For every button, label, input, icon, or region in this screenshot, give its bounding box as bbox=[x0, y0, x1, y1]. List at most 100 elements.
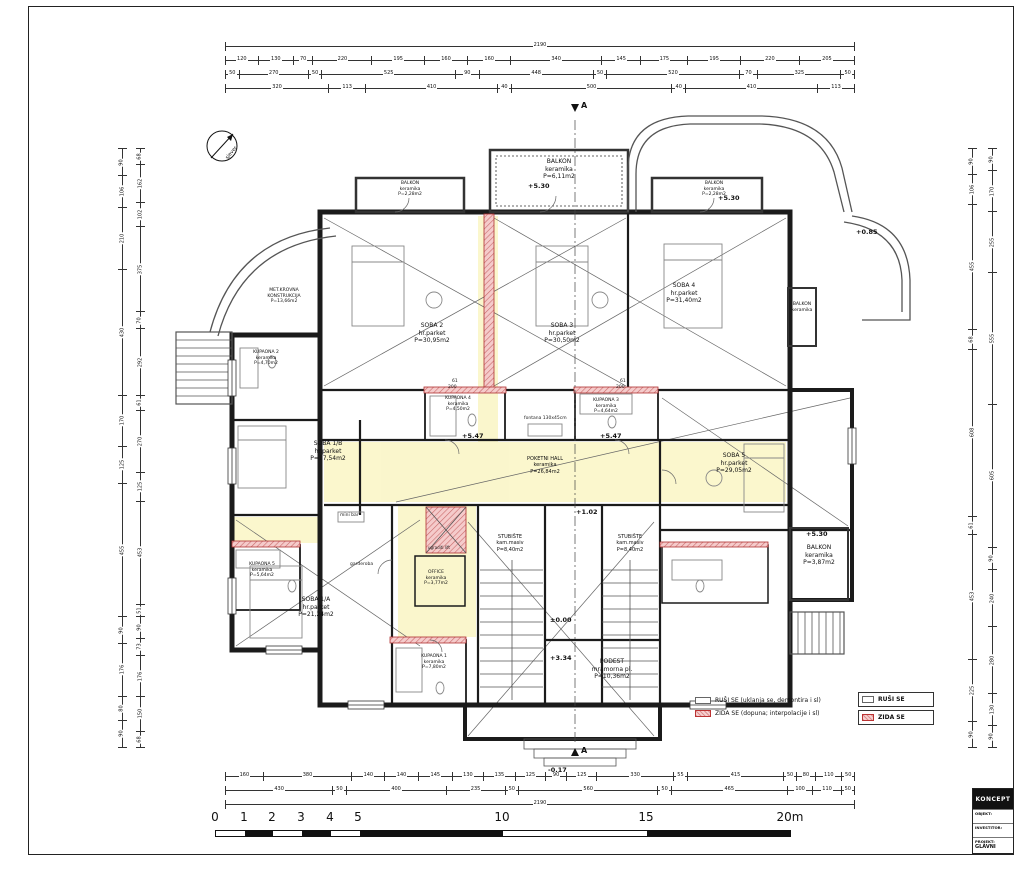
room-area: P=4,70m2 bbox=[254, 361, 278, 367]
dimension-segment: 100 bbox=[786, 786, 813, 795]
north-arrow-icon bbox=[206, 130, 238, 162]
dimension-segment: 130 bbox=[988, 693, 997, 725]
room-name: SOBA 3 bbox=[550, 322, 574, 329]
scale-tick: 1 bbox=[240, 810, 248, 824]
room-material: keramika bbox=[425, 575, 447, 581]
legend-label: ZIDA SE (dopuna; interpolacije i sl) bbox=[715, 710, 820, 717]
dimension-segment: 140 bbox=[384, 772, 417, 781]
room-label-stubiste-1: STUBIŠTE kam.masiv P=8,40m2 bbox=[478, 534, 542, 553]
room-material: keramika bbox=[545, 165, 573, 173]
room-area: P=4,50m2 bbox=[446, 407, 470, 413]
room-material: keramika bbox=[255, 355, 277, 361]
room-area: P=31,40m2 bbox=[666, 297, 702, 304]
room-name: BALKON bbox=[806, 544, 832, 551]
room-label-soba-1a: SOBA 1/A hr.parket P=21,24m2 bbox=[284, 596, 348, 619]
dimension-segment: 410 bbox=[365, 84, 497, 93]
new-walls bbox=[231, 213, 769, 644]
dimension-segment: 453 bbox=[136, 500, 145, 604]
room-material: hr.parket bbox=[720, 459, 748, 467]
dimension-segment: 170 bbox=[988, 170, 997, 211]
dimension-segment: 110 bbox=[815, 772, 841, 781]
dimension-segment: 113 bbox=[816, 84, 856, 93]
dimension-segment: 135 bbox=[482, 772, 515, 781]
lift-note: ugraditi lift bbox=[428, 545, 450, 550]
room-name: SOBA 1/A bbox=[301, 596, 331, 603]
room-material: keramika bbox=[595, 403, 617, 409]
firm-logo: KONCEPT bbox=[973, 789, 1013, 809]
dimension-segment: 50 bbox=[841, 772, 855, 781]
room-name: SOBA 2 bbox=[420, 322, 444, 329]
room-material: hr.parket bbox=[548, 329, 576, 337]
dimension-segment: 292 bbox=[136, 328, 145, 395]
room-area: P=17,54m2 bbox=[310, 455, 346, 462]
title-row-objekt: OBJEKT: bbox=[973, 809, 1013, 823]
dimension-segment: 210 bbox=[118, 207, 127, 269]
room-material: mramorna pl. bbox=[591, 665, 633, 673]
new-wall-swatch bbox=[695, 710, 711, 717]
dimension-segment: 106 bbox=[968, 173, 977, 204]
dimension-segment: 400 bbox=[345, 786, 446, 795]
fountain-note: fontana 130x45cm bbox=[524, 416, 567, 421]
room-material: keramika bbox=[447, 401, 469, 407]
dimension-segment: 50 bbox=[840, 70, 855, 79]
dimension-segment: 375 bbox=[136, 225, 145, 312]
dimension-segment: 170 bbox=[118, 395, 127, 445]
room-label-balkon-mid-right: BALKON keramika bbox=[774, 302, 830, 313]
dimension-segment: 90 bbox=[968, 148, 977, 174]
dimension-segment: 68 bbox=[136, 148, 145, 164]
dimension-segment: 40 bbox=[497, 84, 511, 93]
room-material: keramika bbox=[805, 551, 833, 559]
elevation-label: +0.85 bbox=[856, 228, 878, 236]
dimension-segment: 70 bbox=[738, 70, 758, 79]
dimension-segment: 270 bbox=[136, 409, 145, 472]
section-line bbox=[571, 104, 579, 756]
dimension-segment: 145 bbox=[601, 56, 640, 65]
room-name: MET.KROVNA bbox=[269, 288, 299, 293]
scale-tick: 3 bbox=[297, 810, 305, 824]
dimension-segment: 90 bbox=[988, 724, 997, 748]
dimension-segment: 280 bbox=[988, 626, 997, 693]
room-area: P=21,24m2 bbox=[298, 611, 334, 618]
elevator-shaft-cross bbox=[425, 506, 467, 554]
dimension-segment: 50 bbox=[592, 70, 607, 79]
dimension-segment: 140 bbox=[351, 772, 384, 781]
room-area: P=10,36m2 bbox=[594, 673, 630, 680]
dimension-segment: 453 bbox=[968, 533, 977, 659]
dimension-segment: 220 bbox=[312, 56, 371, 65]
dimension-segment: 270 bbox=[238, 70, 308, 79]
room-area: P=7,80m2 bbox=[422, 665, 446, 671]
title-row-value: GLAVNI bbox=[975, 844, 996, 850]
door-dim-note: 200 bbox=[616, 385, 625, 390]
dimension-segment: 240 bbox=[988, 568, 997, 626]
legend-label: RUŠI SE bbox=[878, 696, 905, 703]
dimension-segment: 340 bbox=[510, 56, 601, 65]
room-area: P=6,11m2 bbox=[543, 173, 575, 180]
room-area: P=2,28m2 bbox=[398, 192, 422, 198]
room-area: P=8,40m2 bbox=[496, 546, 524, 553]
dimension-segment: 448 bbox=[478, 70, 593, 79]
room-name: SOBA 5 bbox=[722, 452, 746, 459]
room-material: hr.parket bbox=[314, 447, 342, 455]
dimension-segment: 125 bbox=[514, 772, 545, 781]
dimension-segment: 225 bbox=[968, 658, 977, 722]
room-name: BALKON bbox=[792, 302, 812, 307]
wardrobe-note: garderoba bbox=[350, 562, 374, 567]
room-name: KUPAONA 2 bbox=[253, 350, 279, 355]
room-name: POKETNI HALL bbox=[527, 456, 563, 462]
legend-side-rusi-se: RUŠI SE bbox=[858, 692, 934, 707]
room-label-kupaona-4: KUPAONA 4 keramika P=4,50m2 bbox=[430, 396, 486, 413]
dimension-segment: 520 bbox=[606, 70, 738, 79]
room-material: keramika bbox=[399, 186, 421, 192]
dimension-segment: 195 bbox=[371, 56, 423, 65]
elevation-label: +1.02 bbox=[576, 508, 598, 516]
room-area: P=3,87m2 bbox=[803, 559, 835, 566]
room-name: KUPAONA 3 bbox=[593, 398, 619, 403]
dimension-segment: 102 bbox=[136, 201, 145, 226]
dimension-segment: 90 bbox=[544, 772, 567, 781]
new-wall-swatch bbox=[862, 714, 874, 721]
dimension-segment: 70 bbox=[292, 56, 312, 65]
